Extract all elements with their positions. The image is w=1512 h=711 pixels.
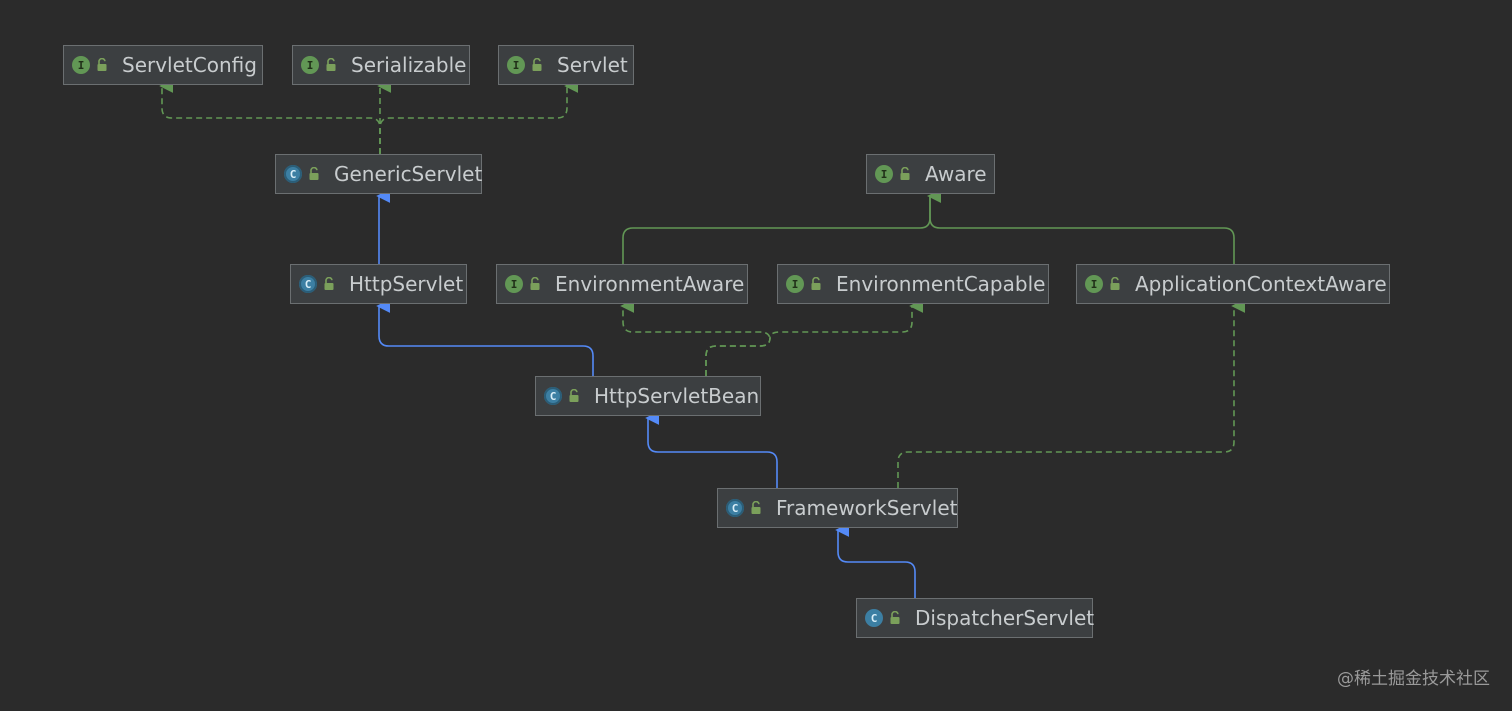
class-node-label: ApplicationContextAware (1135, 272, 1387, 296)
class-node-http-servlet-bean[interactable]: C HttpServletBean (535, 376, 761, 416)
class-node-label: DispatcherServlet (915, 606, 1095, 630)
class-node-label: Serializable (351, 53, 467, 77)
class-node-label: HttpServletBean (594, 384, 760, 408)
class-node-generic-servlet[interactable]: C GenericServlet (275, 154, 482, 194)
class-node-environment-aware[interactable]: I EnvironmentAware (496, 264, 748, 304)
class-node-aware[interactable]: I Aware (866, 154, 995, 194)
abstract-class-icon: C (544, 387, 562, 405)
class-node-label: HttpServlet (349, 272, 464, 296)
edge-framework-servlet-to-http-servlet-bean (645, 411, 778, 488)
edge-http-servlet-bean-to-environment-aware (620, 299, 771, 376)
edge-framework-servlet-to-application-context-aware (897, 299, 1246, 488)
abstract-class-icon: C (284, 165, 302, 183)
public-lock-icon (530, 277, 540, 290)
class-node-label: EnvironmentCapable (836, 272, 1046, 296)
class-icon: C (865, 609, 883, 627)
interface-icon: I (72, 56, 90, 74)
class-node-dispatcher-servlet[interactable]: C DispatcherServlet (856, 598, 1095, 638)
class-node-label: GenericServlet (334, 162, 483, 186)
public-lock-icon (324, 277, 334, 290)
class-node-framework-servlet[interactable]: C FrameworkServlet (717, 488, 958, 528)
edge-generic-servlet-to-servlet (379, 79, 579, 154)
interface-icon: I (507, 56, 525, 74)
class-node-serializable[interactable]: I Serializable (292, 45, 470, 85)
class-node-label: ServletConfig (122, 53, 257, 77)
class-node-label: Servlet (557, 53, 628, 77)
public-lock-icon (751, 501, 761, 514)
class-node-http-servlet[interactable]: C HttpServlet (290, 264, 467, 304)
class-node-label: EnvironmentAware (555, 272, 745, 296)
class-node-label: Aware (925, 162, 987, 186)
interface-icon: I (505, 275, 523, 293)
public-lock-icon (1110, 277, 1120, 290)
class-node-servlet-config[interactable]: I ServletConfig (63, 45, 263, 85)
class-node-label: FrameworkServlet (776, 496, 958, 520)
watermark: @稀土掘金技术社区 (1337, 669, 1490, 689)
class-node-application-context-aware[interactable]: I ApplicationContextAware (1076, 264, 1390, 304)
interface-icon: I (875, 165, 893, 183)
edge-environment-aware-to-aware (622, 189, 942, 264)
class-node-environment-capable[interactable]: I EnvironmentCapable (777, 264, 1049, 304)
edge-http-servlet-bean-to-http-servlet (376, 299, 594, 376)
abstract-class-icon: C (726, 499, 744, 517)
public-lock-icon (890, 611, 900, 624)
public-lock-icon (900, 167, 910, 180)
edge-generic-servlet-to-servlet-config (159, 79, 381, 154)
interface-icon: I (301, 56, 319, 74)
edge-http-servlet-bean-to-environment-capable (705, 299, 924, 376)
edge-application-context-aware-to-aware (927, 189, 1235, 264)
class-node-servlet[interactable]: I Servlet (498, 45, 634, 85)
interface-icon: I (1085, 275, 1103, 293)
public-lock-icon (97, 58, 107, 71)
edge-dispatcher-servlet-to-framework-servlet (835, 523, 916, 598)
public-lock-icon (569, 389, 579, 402)
public-lock-icon (811, 277, 821, 290)
interface-icon: I (786, 275, 804, 293)
public-lock-icon (532, 58, 542, 71)
public-lock-icon (309, 167, 319, 180)
public-lock-icon (326, 58, 336, 71)
abstract-class-icon: C (299, 275, 317, 293)
